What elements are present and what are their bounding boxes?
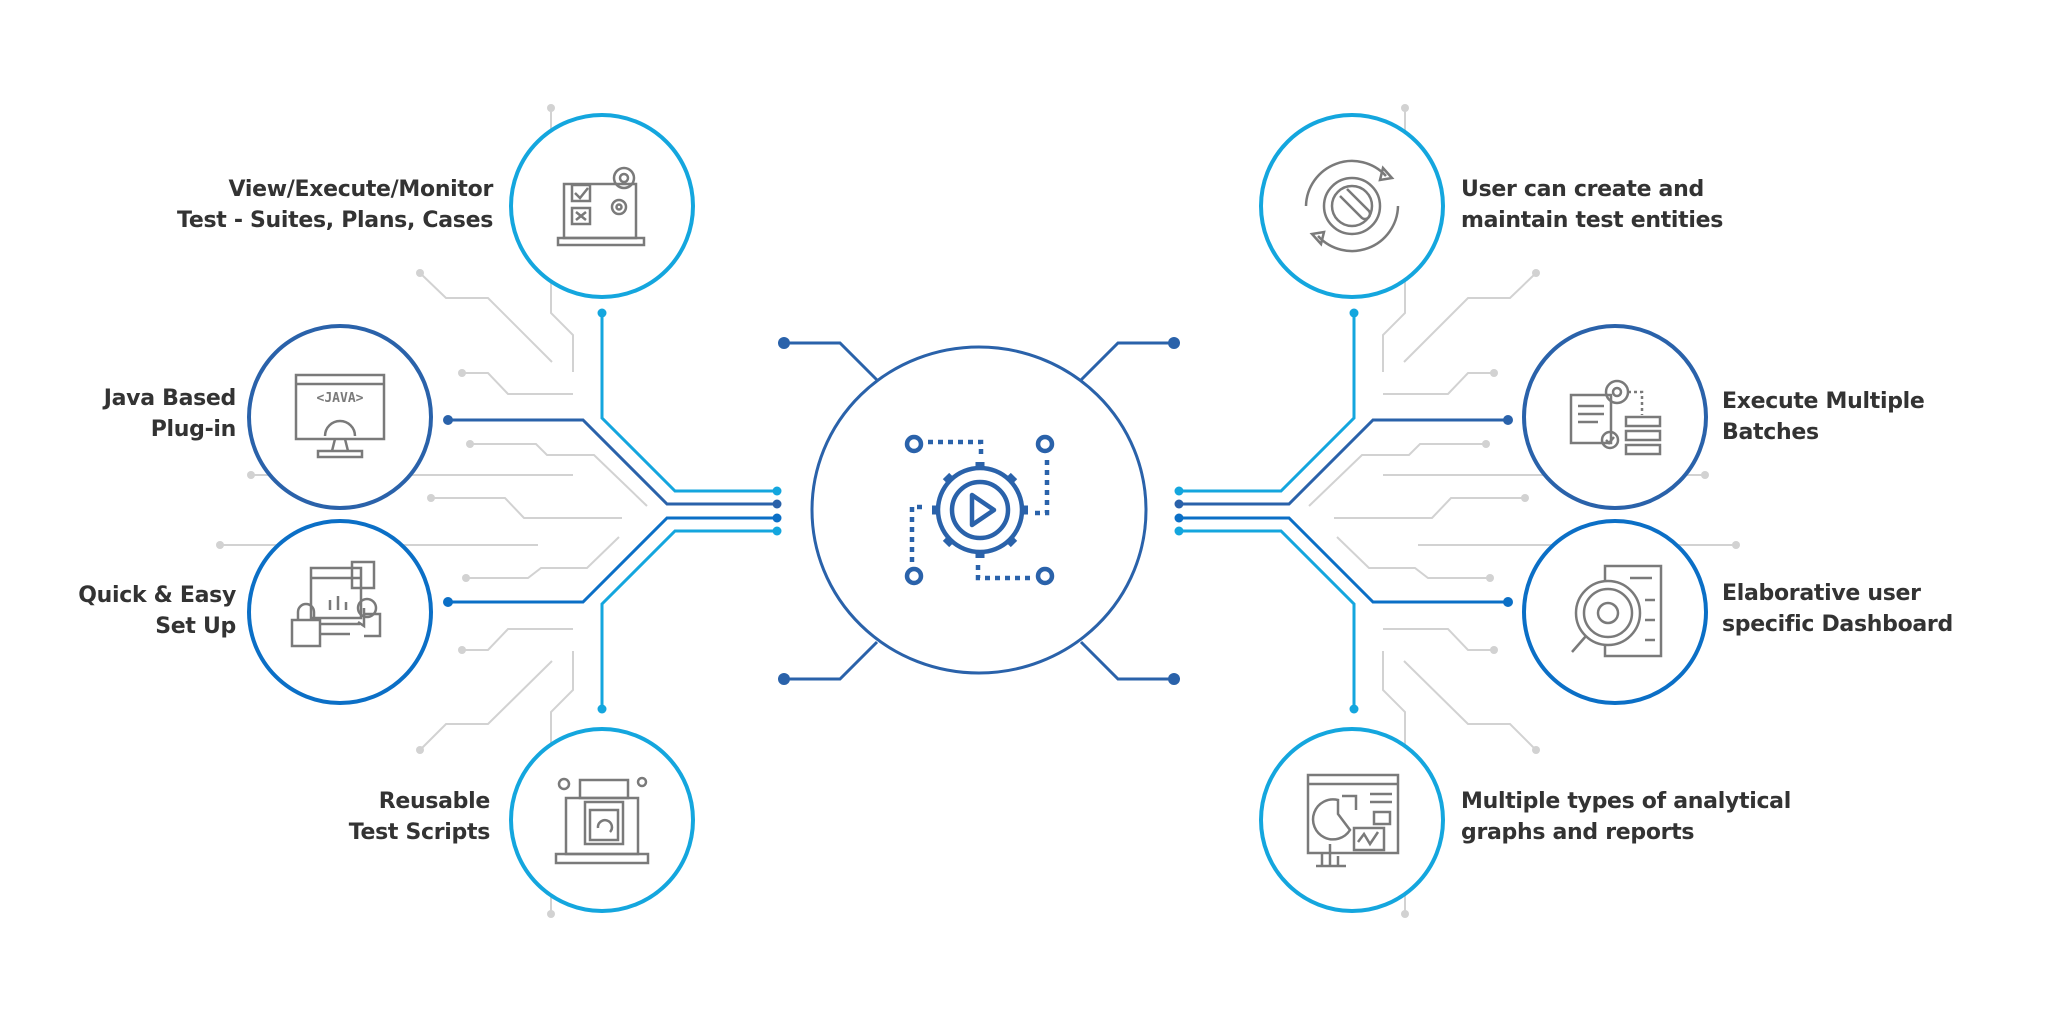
feature-label-test-entities: User can create and maintain test entiti… [1461,174,1723,236]
label-line: Java Based [103,386,237,411]
label-line: graphs and reports [1461,820,1695,845]
label-line: Test Scripts [348,820,491,845]
label-line: specific Dashboard [1722,612,1953,637]
batch-execution-icon [1569,379,1662,456]
gear-wrench-cycle-icon [1304,159,1400,253]
feature-label-java-plugin: Java Based Plug-in [103,383,237,445]
feature-circle-multiple-batches [1522,324,1708,510]
label-line: Quick & Easy [78,583,236,608]
reusable-scripts-laptop-icon [554,776,650,865]
label-line: Elaborative user [1722,581,1921,606]
label-line: Reusable [378,789,491,814]
label-line: Execute Multiple [1722,389,1925,414]
central-hub [778,337,1180,685]
connector-lines-left [441,307,783,715]
feature-circle-analytics [1259,727,1445,913]
label-line: View/Execute/Monitor [228,177,494,202]
feature-label-view-execute-monitor: View/Execute/Monitor Test - Suites, Plan… [177,174,493,236]
label-line: User can create and [1461,177,1704,202]
feature-label-dashboard: Elaborative user specific Dashboard [1722,578,1953,640]
feature-circle-view-execute-monitor [509,113,695,299]
feature-circle-test-entities [1259,113,1445,299]
label-line: Test - Suites, Plans, Cases [177,208,493,233]
feature-circle-java-plugin [247,324,433,510]
gear-play-automation-icon [904,434,1055,586]
label-line: Set Up [155,614,236,639]
label-line: Batches [1722,420,1819,445]
feature-label-quick-setup: Quick & Easy Set Up [78,580,236,642]
dashboard-magnifier-icon [1571,564,1663,658]
label-line: maintain test entities [1461,208,1724,233]
analytics-reports-icon [1306,773,1400,868]
feature-label-multiple-batches: Execute Multiple Batches [1722,386,1925,448]
easy-setup-touch-icon [290,560,382,648]
test-monitor-laptop-icon [556,166,646,247]
feature-label-reusable-scripts: Reusable Test Scripts [348,786,491,848]
java-icon-text: <JAVA> [317,391,364,406]
connector-lines-right [1173,307,1515,715]
label-line: Multiple types of analytical [1461,789,1791,814]
label-line: Plug-in [150,417,237,442]
java-monitor-icon [294,373,386,459]
feature-label-analytics: Multiple types of analytical graphs and … [1461,786,1791,848]
feature-circle-quick-setup [247,519,433,705]
